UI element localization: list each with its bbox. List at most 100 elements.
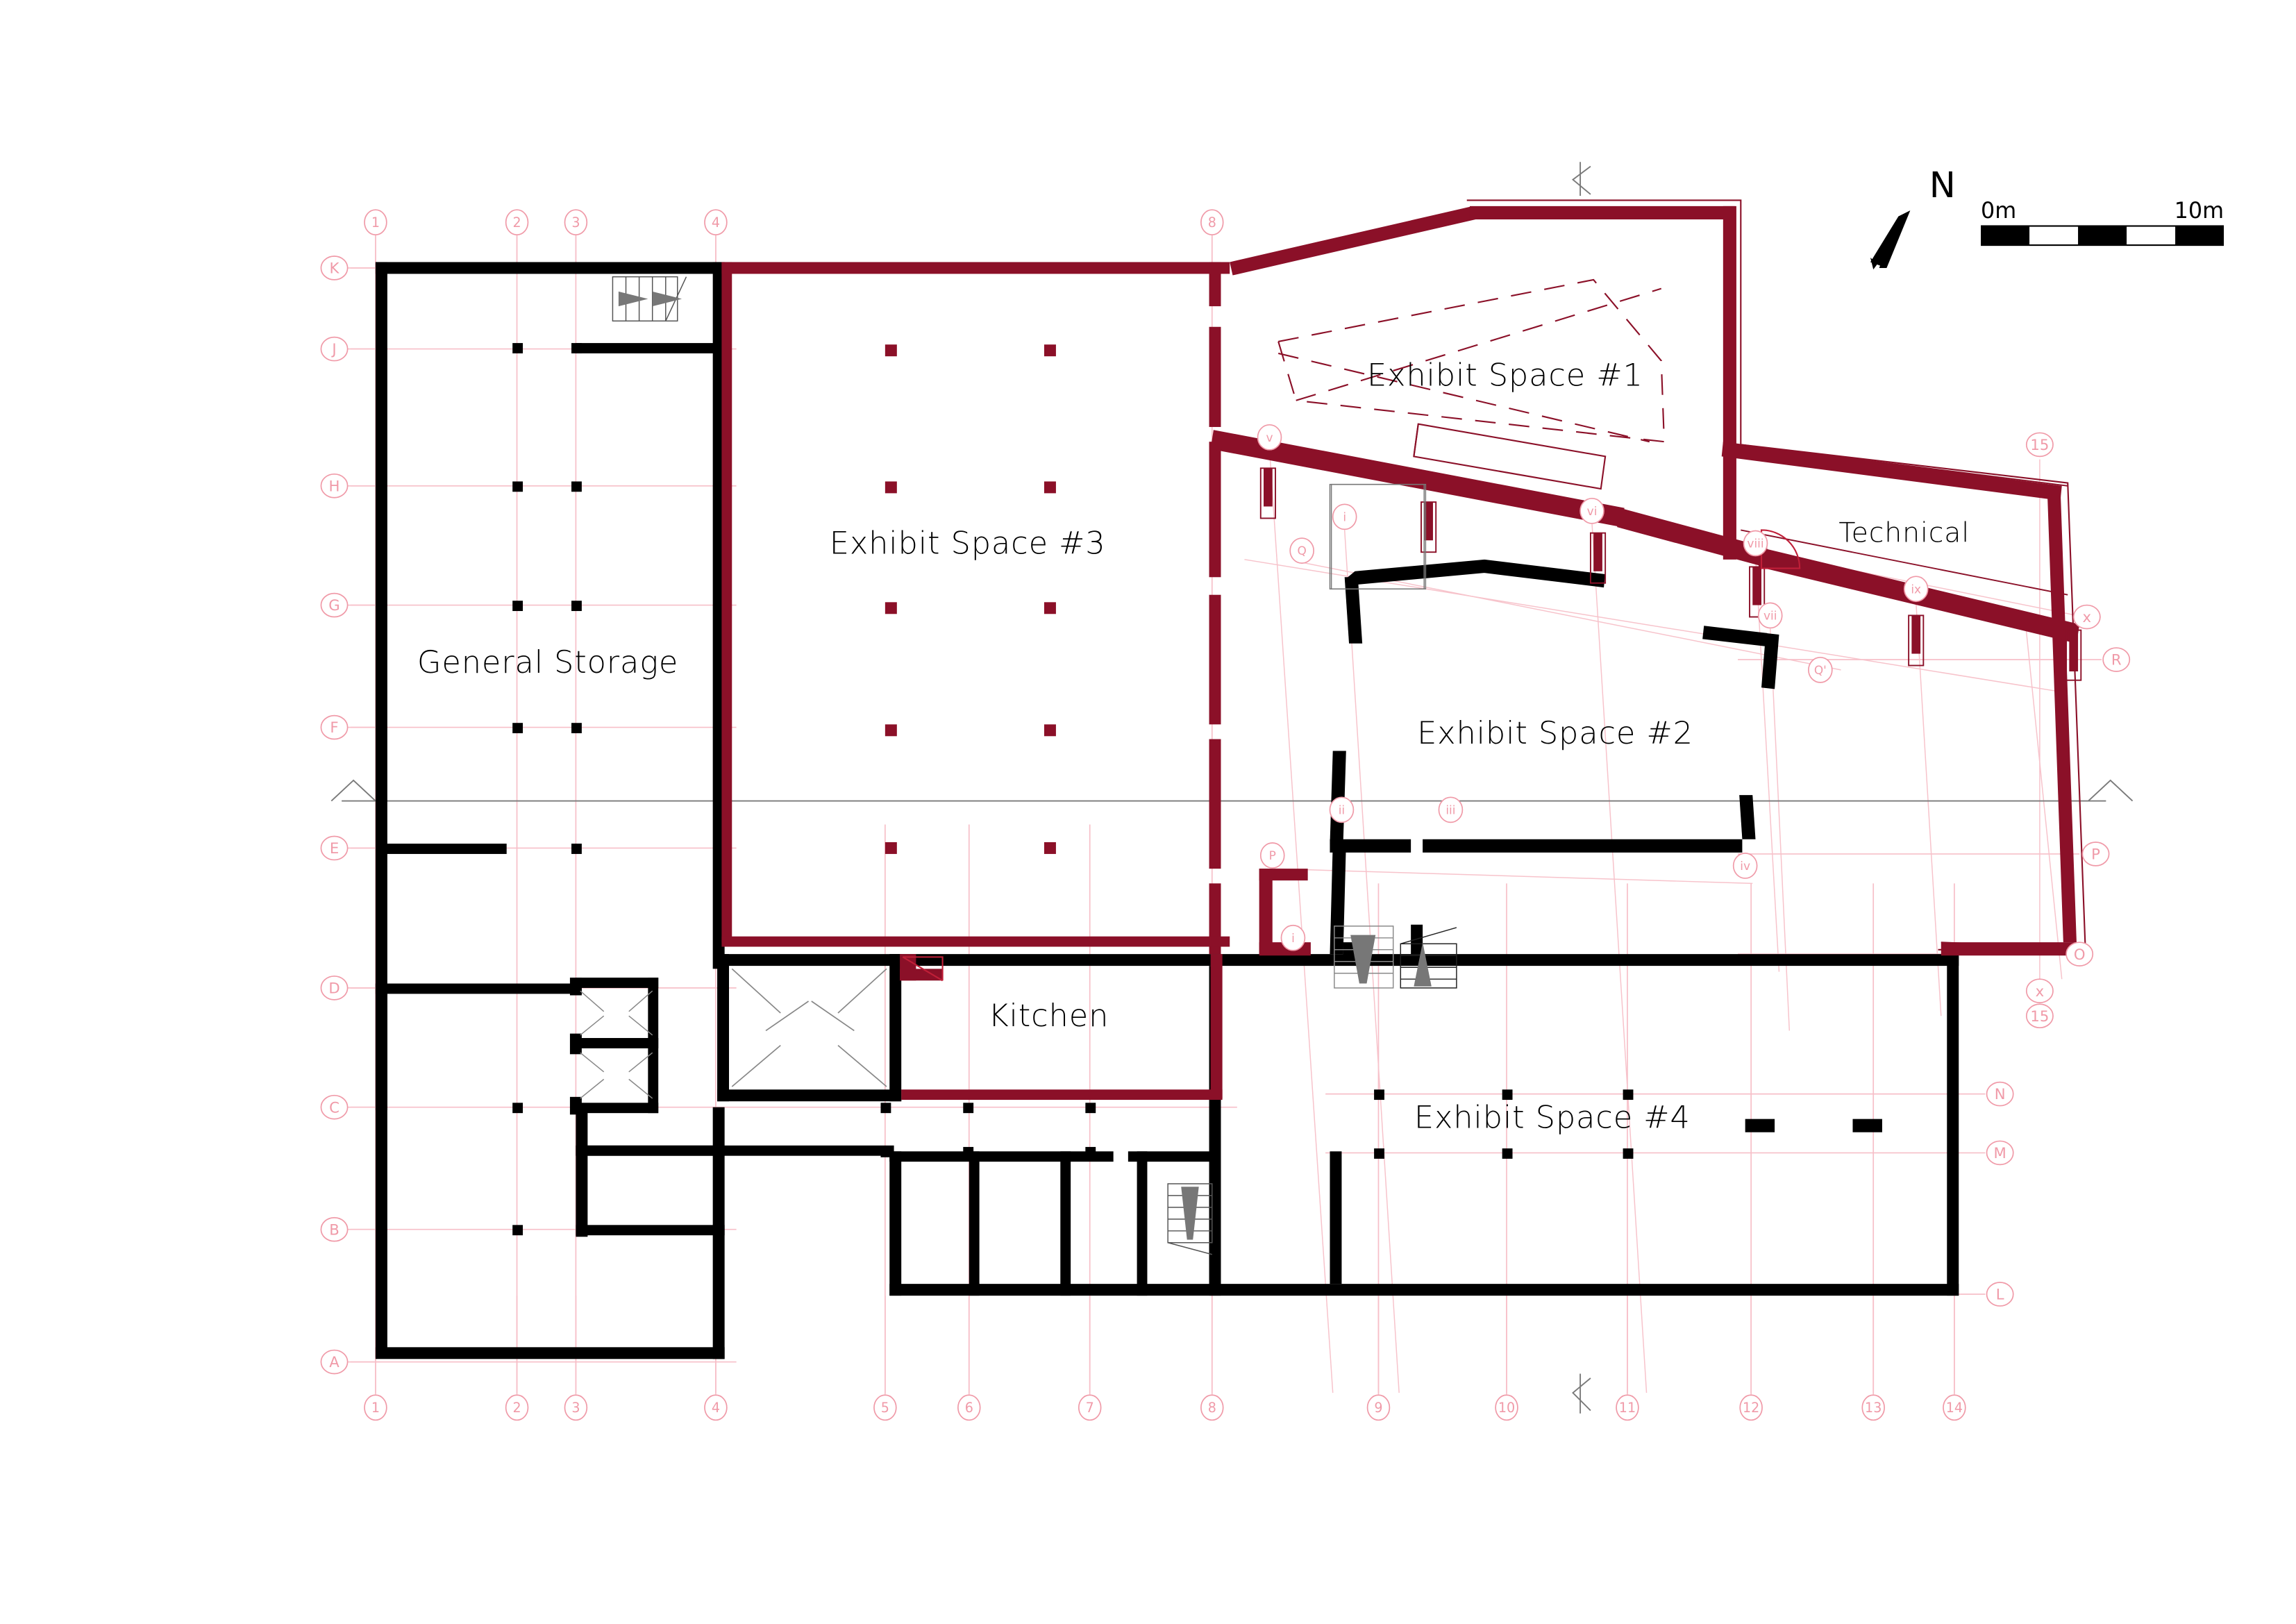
structural-columns: [512, 343, 1634, 1236]
grid-bubble-bottom-3: 3: [564, 1394, 588, 1421]
grid-bubble-left-K: K: [320, 256, 349, 281]
grid-bubble-interior-vii: vii: [1757, 602, 1783, 629]
grid-bubble-bottom-11-label: 11: [1619, 1400, 1636, 1416]
grid-bubble-interior-Q-label: Q: [1297, 544, 1306, 558]
grid-bubble-interior-Q': Q': [1808, 656, 1833, 683]
ceiling-hatch-exhibit-1: [1277, 278, 1666, 443]
grid-bubble-right-M-label: M: [1993, 1144, 2006, 1162]
stair-pair-center: [1330, 483, 1427, 589]
grid-bubble-left-A-label: A: [329, 1353, 340, 1371]
grid-bubble-left-E: E: [320, 835, 349, 861]
grid-bubble-bottom-2: 2: [505, 1394, 529, 1421]
grid-bubble-bottom-14: 14: [1943, 1394, 1966, 1421]
grid-bubble-right-R: R: [2102, 647, 2131, 672]
section-line: [330, 162, 2134, 1414]
grid-bubble-interior-vi: vi: [1579, 497, 1604, 524]
north-arrow: N: [1870, 165, 1956, 270]
grid-bubble-bottom-12: 12: [1739, 1394, 1763, 1421]
grid-bubble-bottom-4: 4: [704, 1394, 728, 1421]
grid-bubble-top-8: 8: [1200, 209, 1224, 236]
grid-bubble-top-2-label: 2: [512, 215, 521, 231]
grid-bubble-left-J-label: J: [330, 340, 336, 358]
grid-bubble-interior-v-label: v: [1266, 430, 1273, 444]
grid-bubble-bottom-9-label: 9: [1374, 1400, 1382, 1416]
grid-bubble-interior-vi-label: vi: [1587, 504, 1598, 518]
grid-bubble-right-x-label: x: [2036, 982, 2045, 1000]
grid-bubble-interior-P: P: [1259, 842, 1285, 869]
exhibit2-ceiling-outline: [1741, 444, 2080, 949]
grid-bubble-interior-v: v: [1257, 424, 1282, 451]
grid-bubble-bottom-13-label: 13: [1865, 1400, 1882, 1416]
grid-bubble-interior-i-label: i: [1291, 931, 1295, 945]
scale-start-label: 0m: [1981, 197, 2016, 224]
grid-bubble-top-1: 1: [364, 209, 387, 236]
grid-bubble-right-P-label: P: [2091, 846, 2100, 863]
room-labels: Exhibit Space #1 Exhibit Space #2 Exhibit …: [417, 358, 1969, 1136]
grid-bubble-top-2: 2: [505, 209, 529, 236]
grid-bubble-bottom-12-label: 12: [1743, 1400, 1759, 1416]
room-label-general-storage: General Storage: [417, 644, 678, 680]
grid-bubble-interior-ix: ix: [1903, 576, 1929, 603]
north-label: N: [1929, 165, 1956, 206]
stair-top-left: [612, 276, 687, 322]
grid-bubble-bottom-5: 5: [873, 1394, 897, 1421]
grid-bubble-left-C: C: [320, 1094, 349, 1120]
grid-bubble-left-E-label: E: [330, 839, 339, 857]
grid-bubble-left-K-label: K: [330, 260, 340, 277]
room-label-exhibit-3: Exhibit Space #3: [830, 525, 1106, 561]
skylight-outline: [1413, 423, 1607, 490]
grid-bubble-left-D-label: D: [328, 980, 340, 997]
existing-walls: [375, 262, 1959, 1359]
new-walls: [721, 199, 2086, 1100]
grid-bubble-interior-iii-label: iii: [1446, 803, 1455, 817]
grid-bubble-right-O-label: O: [2074, 946, 2086, 963]
grid-bubble-right-x-label: x: [2083, 608, 2092, 626]
stair-lower-left: [1167, 1183, 1213, 1255]
grid-bubble-right-15: 15: [2025, 432, 2054, 458]
grid-bubble-right-15-label: 15: [2030, 1007, 2049, 1025]
grid-bubble-right-x: x: [2025, 978, 2054, 1003]
grid-bubble-bottom-13: 13: [1861, 1394, 1885, 1421]
scale-bar: 0m 10m: [1981, 197, 2224, 246]
grid-bubble-bottom-10-label: 10: [1498, 1400, 1515, 1416]
room-label-exhibit-2: Exhibit Space #2: [1417, 715, 1693, 751]
grid-bubble-left-B: B: [320, 1216, 349, 1242]
scale-end-label: 10m: [2175, 197, 2224, 224]
grid-bubble-interior-i-label: i: [1343, 510, 1346, 524]
grid-bubble-interior-ix-label: ix: [1911, 582, 1921, 596]
grid-bubble-left-G-label: G: [328, 596, 340, 614]
grid-bubble-bottom-14-label: 14: [1946, 1400, 1963, 1416]
grid-bubble-bottom-10: 10: [1495, 1394, 1518, 1421]
grid-bubble-left-H-label: H: [329, 477, 340, 494]
grid-bubble-interior-Q: Q: [1289, 537, 1314, 564]
grid-bubble-right-N: N: [1986, 1081, 2014, 1107]
grid-bubble-top-4: 4: [704, 209, 728, 236]
grid-bubble-left-F-label: F: [330, 719, 338, 736]
grid-bubble-left-F: F: [320, 714, 349, 740]
grid-bubble-right-L-label: L: [1996, 1286, 2004, 1303]
grid-lines: [347, 235, 2102, 1395]
room-label-exhibit-1: Exhibit Space #1: [1367, 358, 1643, 394]
grid-bubble-interior-i: i: [1280, 924, 1306, 951]
grid-bubble-top-3-label: 3: [571, 215, 580, 231]
grid-bubble-bottom-2-label: 2: [512, 1400, 521, 1416]
grid-bubble-left-A: A: [320, 1349, 349, 1375]
grid-bubble-interior-iii: iii: [1438, 796, 1464, 823]
grid-bubble-bottom-3-label: 3: [571, 1400, 580, 1416]
grid-bubble-right-L: L: [1986, 1282, 2014, 1307]
grid-bubble-interior-viii-label: viii: [1747, 537, 1763, 551]
grid-bubble-bottom-1-label: 1: [371, 1400, 380, 1416]
grid-bubble-right-15: 15: [2025, 1003, 2054, 1029]
grid-bubble-bottom-4-label: 4: [712, 1400, 720, 1416]
room-label-kitchen: Kitchen: [988, 998, 1109, 1034]
grid-bubble-interior-Q'-label: Q': [1814, 663, 1827, 677]
grid-bubble-right-N-label: N: [1995, 1085, 2006, 1103]
grid-bubble-interior-ii-label: ii: [1339, 803, 1345, 817]
grid-bubble-top-3: 3: [564, 209, 588, 236]
grid-bubble-interior-vii-label: vii: [1763, 609, 1777, 623]
grid-bubble-interior-iv-label: iv: [1740, 859, 1750, 873]
grid-bubble-top-1-label: 1: [371, 215, 380, 231]
